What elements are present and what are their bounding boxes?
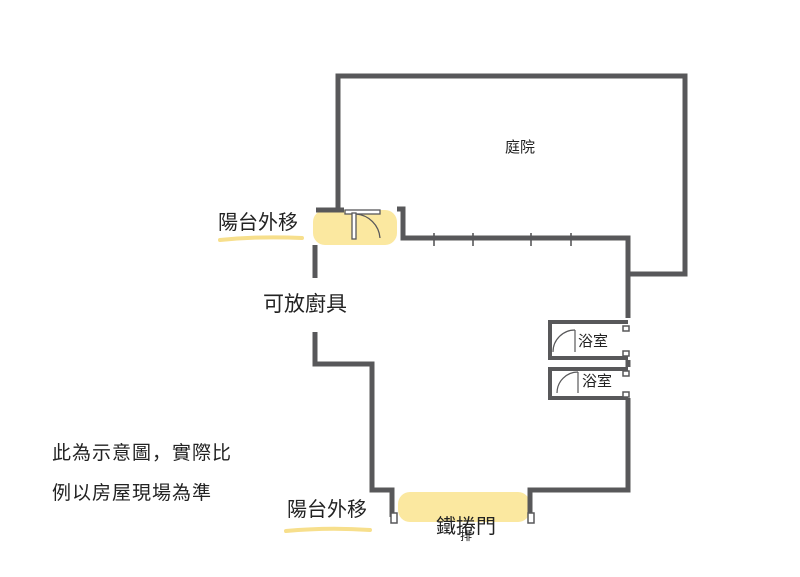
- disclaimer-line-2: 例以房屋現場為準: [52, 482, 213, 504]
- gate-highlight: [398, 492, 530, 522]
- door-bathroom-1: [552, 329, 576, 353]
- east-wall-bottom: [527, 398, 631, 517]
- balcony-top-underline: [218, 235, 304, 242]
- bathroom-2-wall: [548, 367, 628, 400]
- iron-gate-sub-label: 排: [460, 529, 472, 543]
- balcony-bottom-underline: [284, 526, 372, 533]
- balcony-bottom-label: 陽台外移: [287, 497, 367, 521]
- door-bathroom-2: [556, 371, 579, 394]
- courtyard-label: 庭院: [505, 138, 535, 156]
- courtyard-wall: [335, 73, 688, 277]
- bathroom-2-label: 浴室: [582, 372, 612, 390]
- disclaimer-line-1: 此為示意圖，實際比: [52, 442, 233, 464]
- west-wall-lower: [312, 332, 395, 517]
- bathroom-1-label: 浴室: [578, 332, 608, 350]
- bathroom-walls: [548, 320, 628, 400]
- balcony-top-label: 陽台外移: [218, 210, 298, 234]
- bathroom-1-wall: [548, 320, 628, 360]
- door-top: [344, 209, 381, 240]
- north-wall: [397, 206, 631, 318]
- window-marks: [433, 233, 572, 246]
- walls: [312, 73, 688, 517]
- iron-gate-label: 鐵捲門: [436, 514, 496, 538]
- wall-caps: [390, 325, 630, 524]
- kitchen-label: 可放廚具: [263, 292, 347, 316]
